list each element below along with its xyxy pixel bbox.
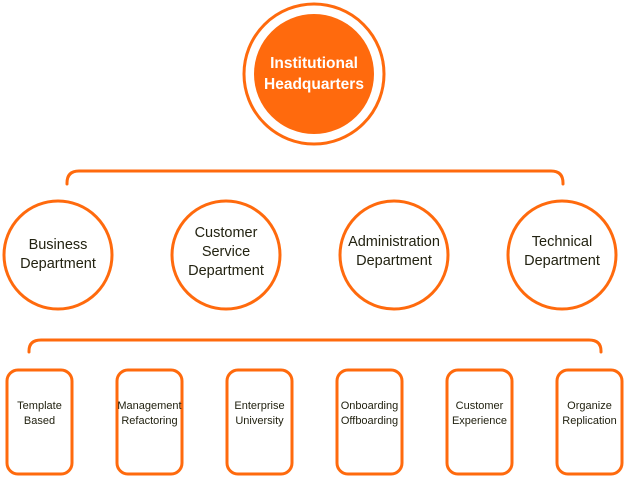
department-label-business: Business Department — [20, 237, 96, 272]
function-label-customer-experience: Customer Experience — [451, 400, 508, 427]
department-node-administration — [338, 199, 450, 311]
function-box-customer-experience — [445, 368, 514, 476]
department-label-customer-service: Customer Service Department — [188, 224, 264, 279]
department-node-business — [2, 199, 114, 311]
function-box-management-refactoring — [115, 368, 184, 476]
function-label-template-based: Template Based — [17, 400, 62, 427]
function-box-template-based — [5, 368, 74, 476]
headquarters-outer-ring — [242, 2, 386, 146]
function-label-enterprise-university: Enterprise University — [234, 400, 285, 427]
function-box-onboarding-offboarding — [335, 368, 404, 476]
department-bracket — [65, 169, 565, 186]
department-label-technical: Technical Department — [524, 234, 600, 269]
department-node-technical — [506, 199, 618, 311]
function-box-organize-replication — [555, 368, 624, 476]
function-label-management-refactoring: Management Refactoring — [117, 400, 182, 427]
headquarters-label: Institutional Headquarters — [264, 55, 364, 93]
function-label-onboarding-offboarding: Onboarding Offboarding — [340, 400, 399, 427]
function-label-organize-replication: Organize Replication — [562, 400, 617, 427]
department-label-administration: Administration Department — [348, 234, 440, 269]
function-bracket — [27, 338, 603, 354]
headquarters-fill — [254, 14, 374, 134]
department-node-customer-service — [170, 199, 282, 311]
function-box-enterprise-university — [225, 368, 294, 476]
